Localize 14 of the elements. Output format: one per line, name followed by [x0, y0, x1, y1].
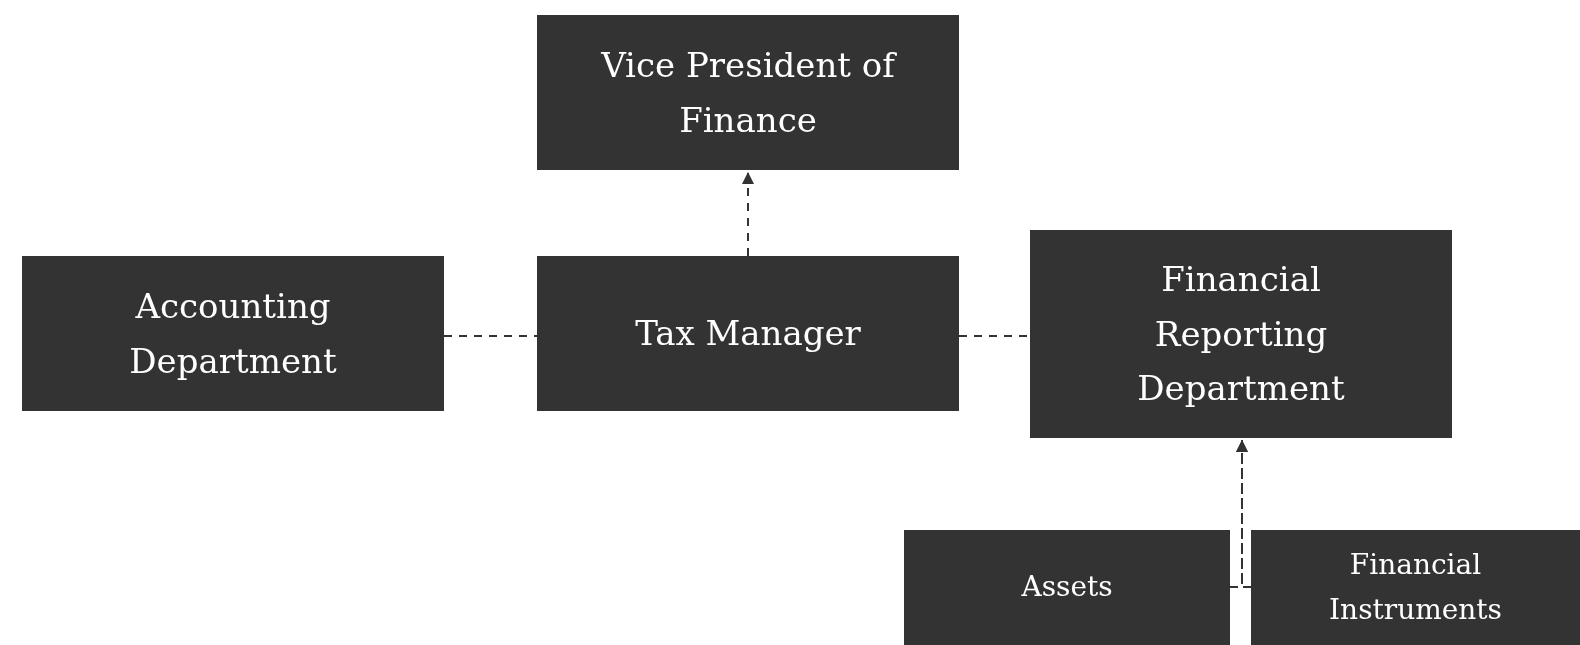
box-label: Assets	[1021, 569, 1113, 606]
org-box	[537, 256, 959, 411]
org-box	[1251, 530, 1580, 645]
org-box	[1030, 230, 1452, 438]
box-label: Accounting Department	[128, 285, 338, 383]
connector-arrow	[742, 171, 754, 257]
box-label: Financial Reporting Department	[1136, 258, 1346, 411]
box-label: Financial Instruments	[1328, 546, 1503, 628]
box-label: Tax Manager	[635, 312, 861, 356]
box-label: Vice President of Finance	[600, 44, 898, 142]
org-box	[22, 256, 444, 411]
connector-arrow	[1236, 439, 1252, 588]
org-box	[537, 15, 959, 170]
org-box	[904, 530, 1230, 645]
